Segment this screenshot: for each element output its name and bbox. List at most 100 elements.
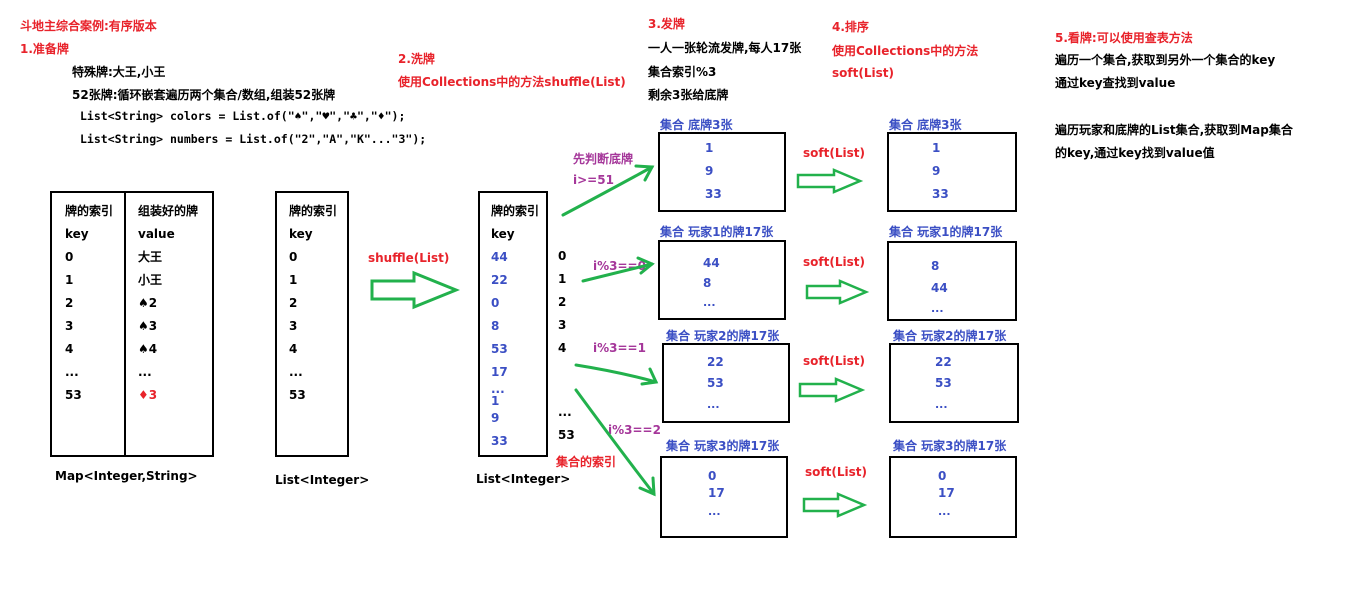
- map-value-row: ♠4: [138, 342, 158, 356]
- group-value: ...: [931, 302, 944, 315]
- map-table: 牌的索引 key 0 1 2 3 4 ... 53 组装好的牌 value 大王…: [50, 191, 214, 457]
- index-note: 集合的索引: [556, 455, 617, 469]
- cond-player1: i%3==0: [593, 259, 646, 273]
- position-label: 3: [558, 318, 567, 332]
- position-label: 53: [558, 428, 575, 442]
- group-value: 17: [708, 486, 725, 500]
- shuffled-value: 0: [491, 296, 500, 310]
- step5-line2: 通过key查找到value: [1055, 76, 1176, 90]
- step1-normal: 52张牌:循环嵌套遍历两个集合/数组,组装52张牌: [72, 88, 336, 102]
- sort-arrow-label: soft(List): [803, 146, 865, 160]
- map-value-row: 大王: [138, 250, 163, 264]
- map-key-row: 1: [65, 273, 74, 287]
- group-before-label: 集合 玩家1的牌17张: [660, 225, 774, 239]
- group-values: 22 53 ...: [935, 352, 952, 415]
- map-key-column: 牌的索引 key 0 1 2 3 4 ... 53: [65, 200, 113, 407]
- shuffled-value: 33: [491, 434, 508, 448]
- deal-arrow-player2-head: [640, 367, 659, 386]
- map-table-caption: Map<Integer,String>: [55, 469, 198, 483]
- cond-player3: i%3==2: [608, 423, 661, 437]
- group-value: 44: [703, 256, 720, 270]
- group-value: 8: [931, 259, 940, 273]
- step3-line3: 剩余3张给底牌: [648, 88, 729, 102]
- group-value: 53: [707, 376, 724, 390]
- shuffled-value: 8: [491, 319, 500, 333]
- group-before-player1: 44 8 ...: [658, 240, 786, 320]
- index-list-column: 牌的索引 key 0 1 2 3 4 ... 53: [289, 200, 337, 407]
- index-list-row: 4: [289, 342, 298, 356]
- shuffled-list: 牌的索引 key 44 22 0 8 53 17 ... 1 9 33: [478, 191, 548, 457]
- group-values: 1 9 33: [932, 137, 949, 206]
- group-value: 8: [703, 276, 712, 290]
- cond-bottom-label: 先判断底牌: [573, 152, 634, 166]
- shuffled-list-header: 牌的索引: [491, 204, 540, 218]
- step4-line1: 使用Collections中的方法: [832, 44, 979, 58]
- map-value-column: 组装好的牌 value 大王 小王 ♠2 ♠3 ♠4 ... ♦3: [138, 200, 198, 407]
- map-key-row: ...: [65, 365, 79, 379]
- cond-bottom-expr: i>=51: [573, 173, 614, 187]
- group-before-player2: 22 53 ...: [662, 343, 790, 423]
- index-list-row: 2: [289, 296, 298, 310]
- position-label: 0: [558, 249, 567, 263]
- cond-player2: i%3==1: [593, 341, 646, 355]
- map-key-row: 4: [65, 342, 74, 356]
- shuffle-arrow-label: shuffle(List): [368, 251, 450, 265]
- shuffle-arrow: [370, 270, 460, 310]
- step2-desc: 使用Collections中的方法shuffle(List): [398, 75, 626, 89]
- deal-arrow-player2: [574, 363, 658, 384]
- deal-arrow-player3-head: [638, 476, 656, 497]
- position-label: ...: [558, 405, 572, 419]
- code-colors: List<String> colors = List.of("♠","♥","♣…: [80, 109, 405, 123]
- deal-arrow-player3: [574, 388, 656, 496]
- group-values: 0 17 ...: [708, 468, 725, 522]
- sort-arrow-1: [796, 168, 864, 194]
- position-label: 4: [558, 341, 567, 355]
- step4-heading: 4.排序: [832, 20, 869, 34]
- map-key-row: 0: [65, 250, 74, 264]
- group-after-bottom: 1 9 33: [887, 132, 1017, 212]
- index-list-row: key: [289, 227, 313, 241]
- group-after-label: 集合 玩家1的牌17张: [889, 225, 1003, 239]
- shuffled-value: ...: [491, 382, 505, 396]
- group-value: 22: [707, 355, 724, 369]
- group-after-label: 集合 玩家3的牌17张: [893, 439, 1007, 453]
- position-label: 1: [558, 272, 567, 286]
- group-value: ...: [708, 505, 721, 518]
- index-list-row: 1: [289, 273, 298, 287]
- group-value: ...: [703, 296, 716, 309]
- group-value: 1: [705, 141, 714, 155]
- step5-heading: 5.看牌:可以使用查表方法: [1055, 31, 1193, 45]
- map-value-row: ♦3: [138, 388, 158, 402]
- group-before-bottom: 1 9 33: [658, 132, 786, 212]
- map-value-row: ...: [138, 365, 152, 379]
- group-value: 44: [931, 281, 948, 295]
- map-key-row: 2: [65, 296, 74, 310]
- map-value-row: 小王: [138, 273, 163, 287]
- group-after-label: 集合 玩家2的牌17张: [893, 329, 1007, 343]
- shuffled-positions: 0 1 2 3 4: [558, 245, 566, 360]
- sort-arrow-4: [802, 492, 868, 518]
- map-key-row: key: [65, 227, 89, 241]
- group-value: ...: [938, 505, 951, 518]
- step1-heading: 1.准备牌: [20, 42, 69, 56]
- step3-heading: 3.发牌: [648, 17, 685, 31]
- index-list-row: 53: [289, 388, 306, 402]
- group-before-label: 集合 玩家3的牌17张: [666, 439, 780, 453]
- diagram-title: 斗地主综合案例:有序版本: [20, 19, 157, 33]
- shuffled-list-column: 牌的索引 key 44 22 0 8 53 17 ... 1 9 33: [491, 200, 539, 453]
- step5-line3: 遍历玩家和底牌的List集合,获取到Map集合: [1055, 123, 1293, 137]
- group-value: 53: [935, 376, 952, 390]
- index-list-row: ...: [289, 365, 303, 379]
- group-value: ...: [935, 398, 948, 411]
- code-numbers: List<String> numbers = List.of("2","A","…: [80, 132, 427, 146]
- sort-arrow-3: [798, 377, 866, 403]
- step5-line4: 的key,通过key找到value值: [1055, 146, 1215, 160]
- shuffled-value: 17: [491, 365, 508, 379]
- group-values: 1 9 33: [705, 137, 722, 206]
- map-value-row: value: [138, 227, 175, 241]
- group-after-label: 集合 底牌3张: [889, 118, 962, 132]
- step1-special: 特殊牌:大王,小王: [72, 65, 166, 79]
- group-value: 0: [708, 469, 717, 483]
- group-values: 8 44 ...: [931, 255, 948, 319]
- shuffled-value: 44: [491, 250, 508, 264]
